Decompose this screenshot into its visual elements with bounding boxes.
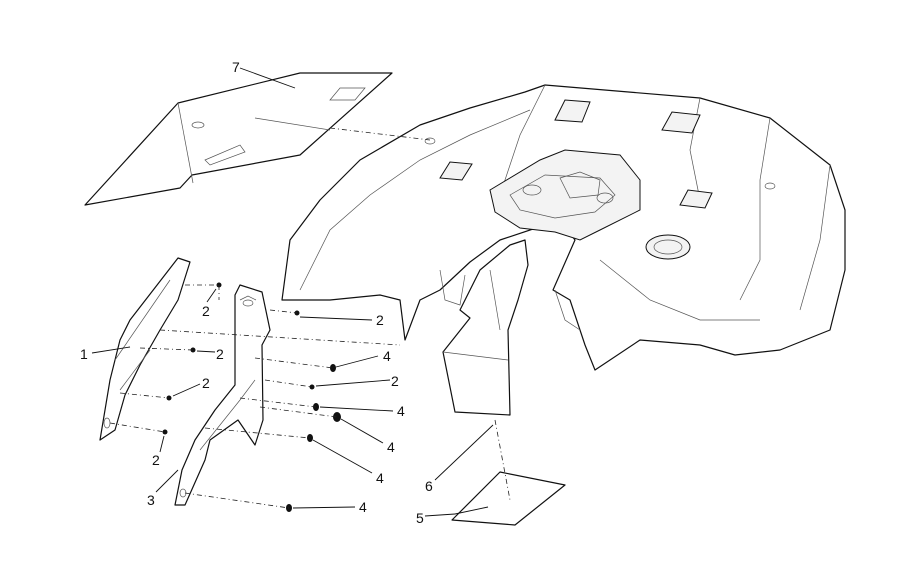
part-5-pad [451,471,566,526]
callout-labels: 7 1 2 2 2 2 2 2 4 4 4 4 4 3 6 5 [80,59,433,526]
part-7-top-mat [84,72,393,206]
fasteners [162,282,341,512]
leader-lines [91,67,494,517]
callout-4-fourth: 4 [376,470,384,486]
callout-4-third: 4 [387,439,395,455]
callout-2-right-mid: 2 [391,373,399,389]
callout-3: 3 [147,492,155,508]
callout-4-bottom: 4 [359,499,367,515]
callout-2-bottom: 2 [152,452,160,468]
callout-4-top: 4 [383,348,391,364]
callout-7: 7 [232,59,240,75]
callout-4-second: 4 [397,403,405,419]
callout-6: 6 [425,478,433,494]
callout-2-upper: 2 [202,303,210,319]
assembly-lines [109,127,511,509]
callout-2-right-top: 2 [376,312,384,328]
callout-2-lower: 2 [202,375,210,391]
part-6-heat-shield [442,239,529,416]
callout-1: 1 [80,346,88,362]
callout-5: 5 [416,510,424,526]
part-3-bracket [174,284,271,506]
rear-fender-body [281,84,846,371]
callout-2-mid: 2 [216,346,224,362]
